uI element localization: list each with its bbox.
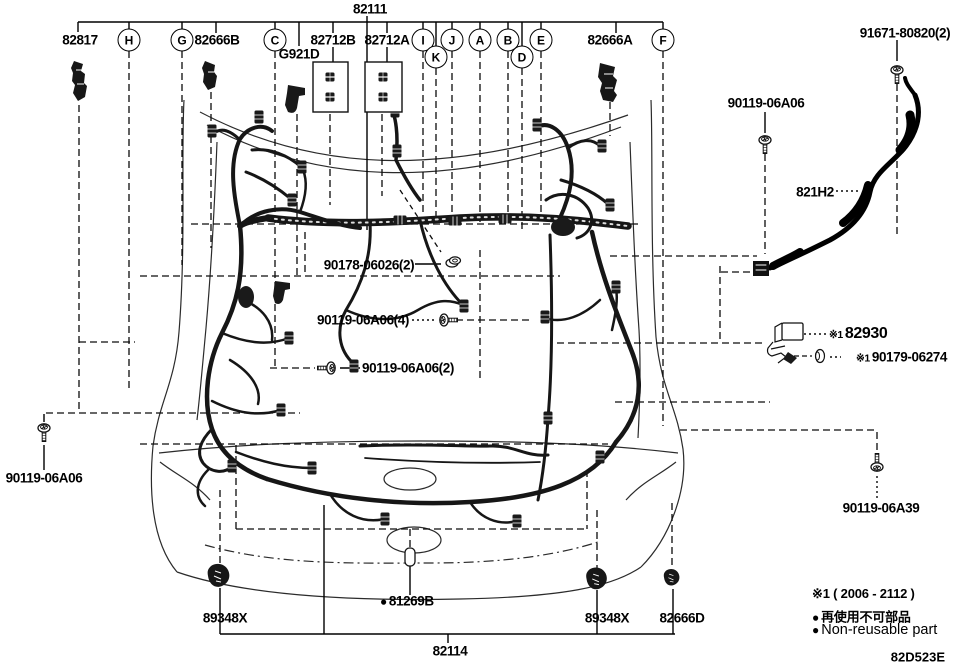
screw-icon-90119-right [758,135,772,155]
part-label-90119-06A06-2: 90119-06A06(2) [362,360,454,376]
part-label-82111: 82111 [352,1,388,17]
part-label-89348X-left: 89348X [202,610,248,626]
stud-icon-90119-06A39 [870,452,884,472]
bolt-icon-90119-c4 [439,313,459,327]
connector-icon-82817 [71,61,87,101]
legend-year-note: ※1 ( 2006 - 2112 ) [812,586,915,601]
part-label-82817: 82817 [62,32,98,48]
nut-icon-90178 [445,256,462,268]
clamp-icon-81269B [404,547,416,567]
part-label-90119-06A06-left: 90119-06A06 [5,470,83,486]
part-label-82666D: 82666D [659,610,705,626]
callout-F: F [651,28,675,52]
non-reusable-bullet-icon: ● [380,594,387,609]
connector-icon-82666B [202,61,217,90]
non-reusable-bullet-icon: ● [812,610,820,625]
relay-icon-82930 [766,322,804,364]
callout-E: E [529,28,553,52]
part-label-82666A: 82666A [587,32,633,48]
part-label-82712B: 82712B [310,32,356,48]
callout-brackets [43,16,898,643]
dotted-leader-lines [412,190,878,500]
non-reusable-bullet-icon: ● [812,623,820,637]
bracket-icon-G921D [285,85,305,113]
ref-star-mark: ※1 [829,329,843,341]
part-label-82712A: 82712A [364,32,410,48]
part-label-90119-06A06-4: 90119-06A06(4) [317,312,409,328]
fastener-icons [37,65,904,472]
dashed-leader-lines [46,51,898,568]
screw-icon-90119-left [37,423,51,443]
part-label-90119-06A39: 90119-06A39 [842,500,920,516]
ref-star-mark: ※1 [856,352,870,365]
part-icons [71,61,680,590]
figure-code: 82D523E [890,649,945,663]
part-label-G921D: G921D [278,46,320,62]
connector-icon-82666A [598,63,617,102]
clip-icon-89348X-left [207,563,230,588]
grommet-icon-90179 [814,348,826,364]
part-label-89348X-right: 89348X [584,610,630,626]
clip-icon-89348X-right [585,566,608,590]
part-label-90178-06026: 90178-06026(2) [323,257,415,273]
callout-I: I [411,28,435,52]
callout-D: D [510,45,534,69]
relay-block-boxes [312,61,403,113]
part-label-91671-80820: 91671-80820(2) [859,25,951,41]
part-label-821H2: 821H2 [796,184,834,200]
part-label-90119-06A06-right: 90119-06A06 [727,95,805,111]
legend-non-reusable-jp: ●再使用不可部品 [812,609,911,625]
screw-icon-91671 [890,65,904,85]
callout-B: B [496,28,520,52]
part-label-82114: 82114 [432,643,468,659]
clip-icon-82666D [663,568,680,586]
callout-G: G [170,28,194,52]
callout-J: J [440,28,464,52]
legend-non-reusable-en: ●Non-reusable part [812,622,938,638]
sub-harness-821H2 [753,76,921,276]
part-label-81269B: ●81269B [380,593,434,609]
part-label-82666B: 82666B [194,32,240,48]
callout-K: K [424,45,448,69]
bracket-icon-G921D-2 [273,281,290,304]
callout-C: C [263,28,287,52]
callout-H: H [117,28,141,52]
harness-connectors [207,104,621,528]
callout-A: A [468,28,492,52]
bolt-icon-90119-c2 [316,361,336,375]
main-harness-82111 [196,110,641,524]
